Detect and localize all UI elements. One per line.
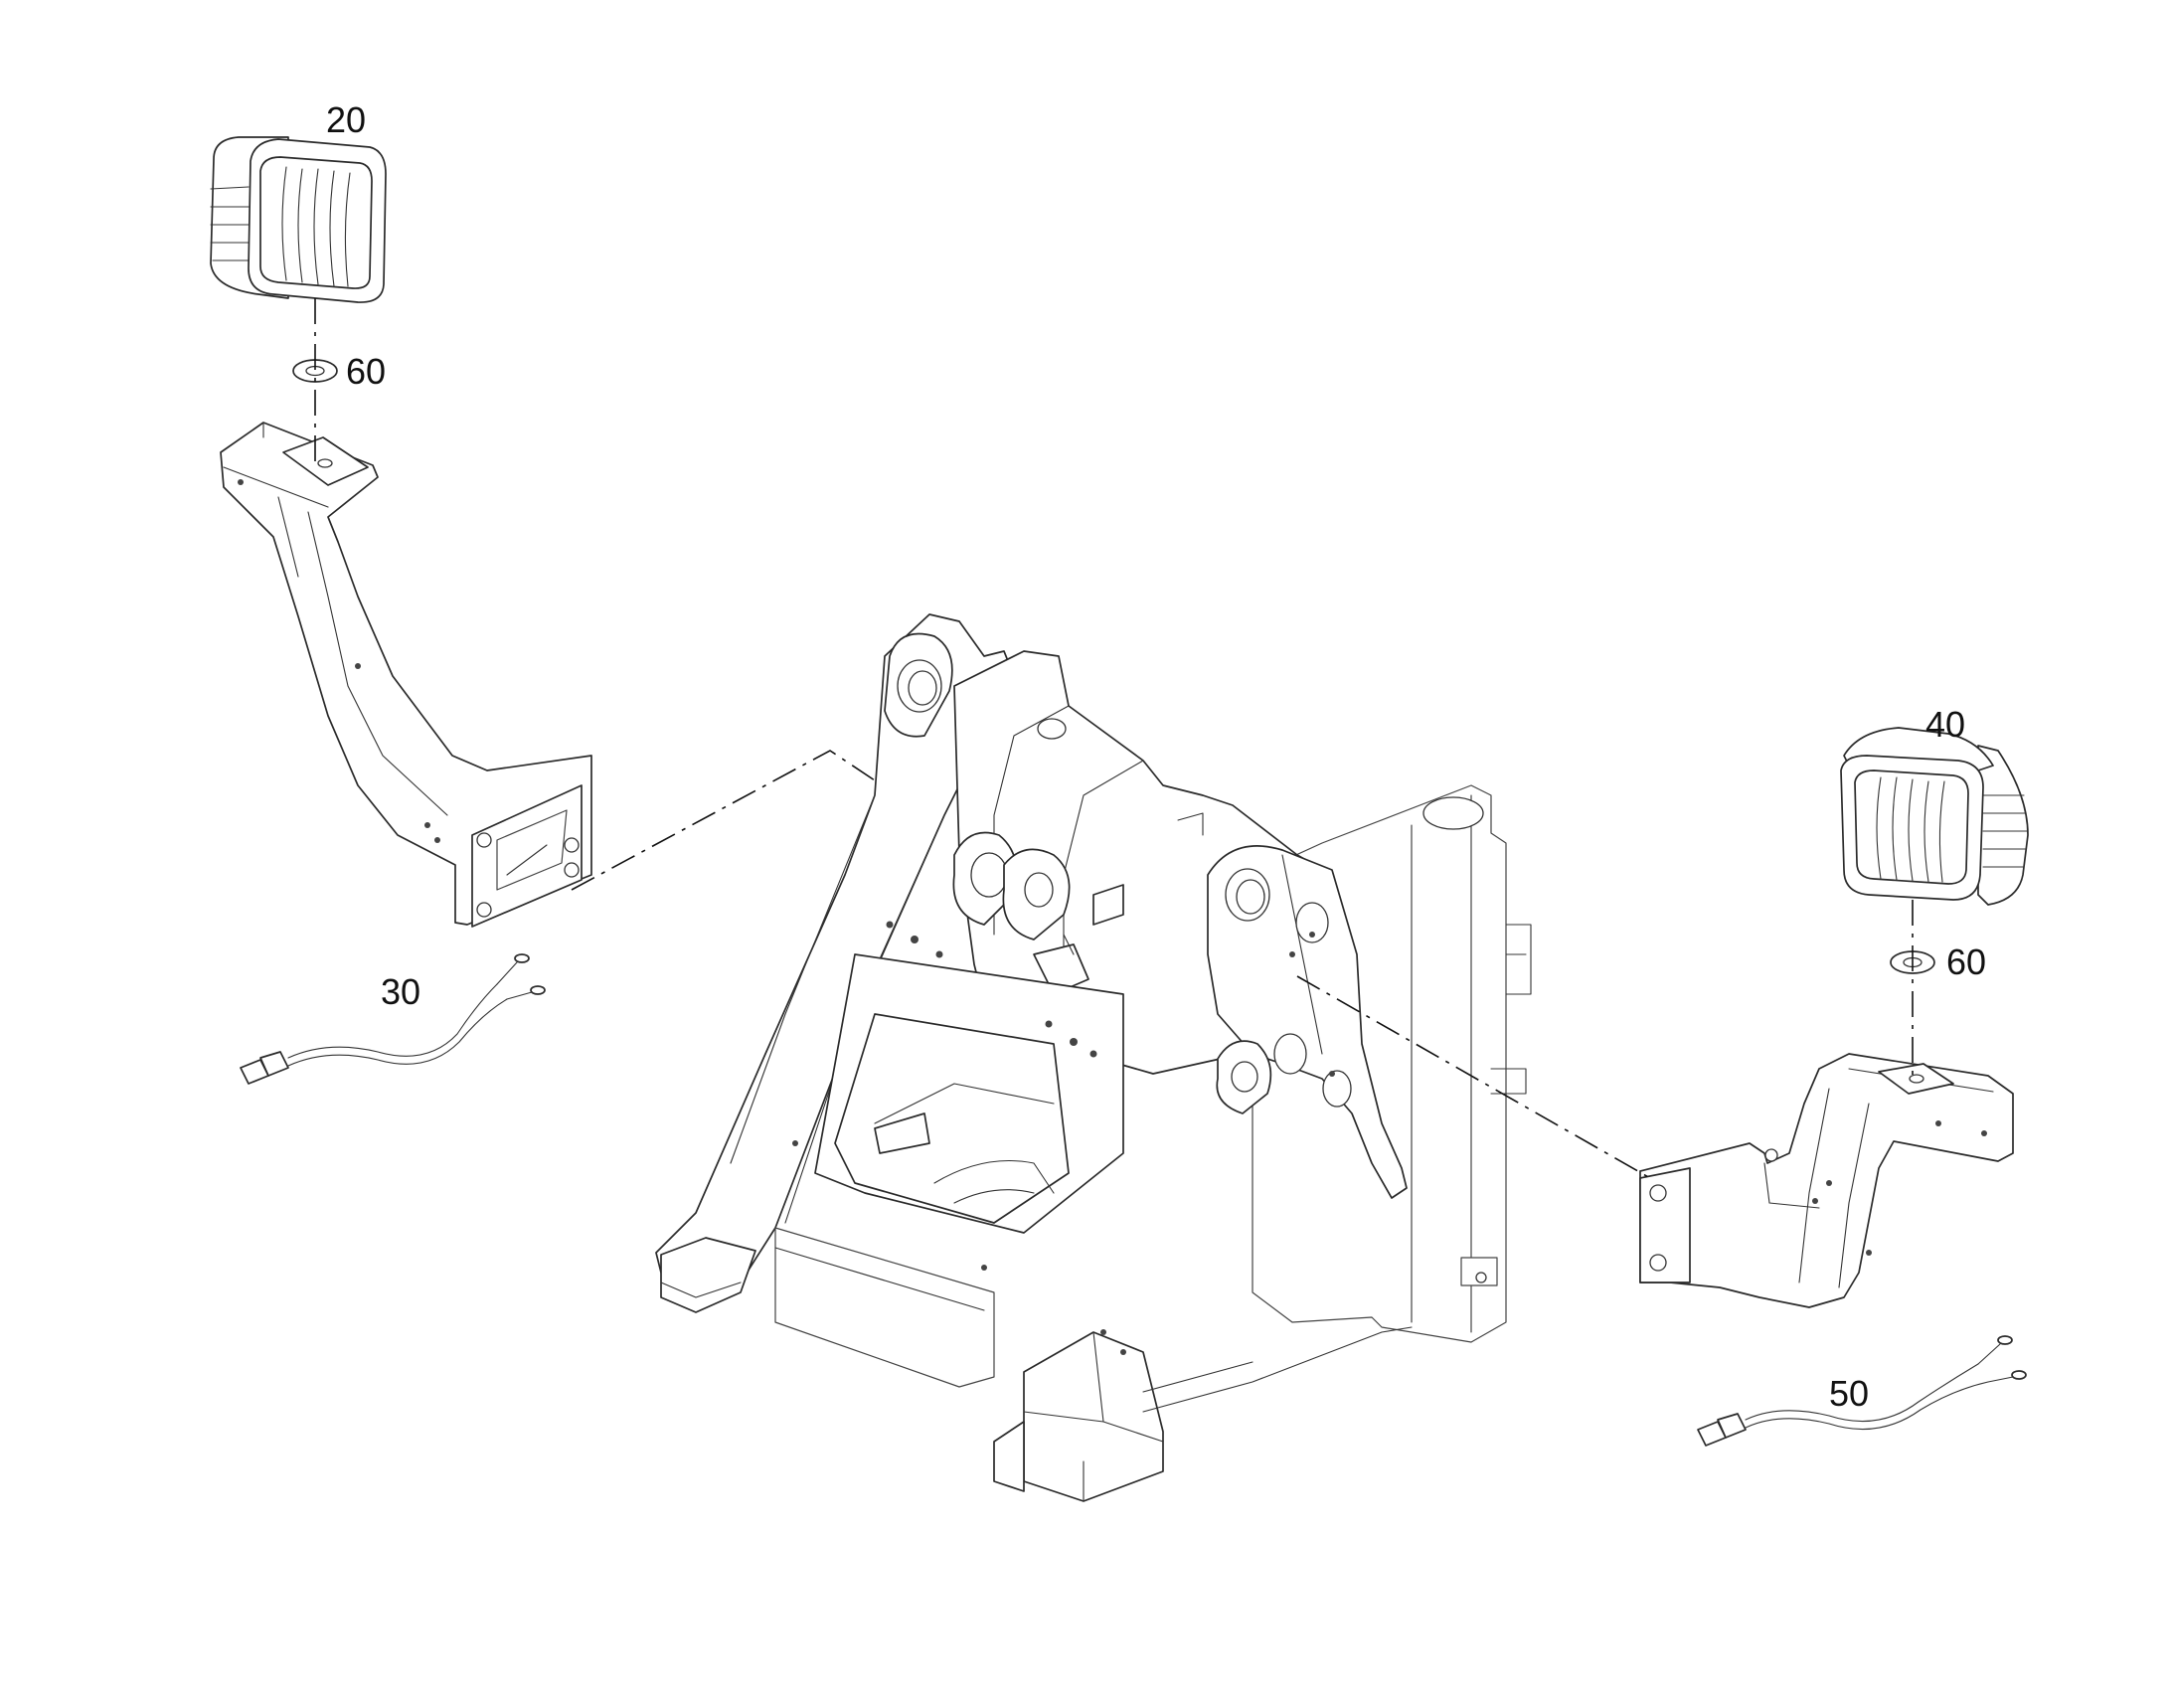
right-mounting-bracket (1639, 1053, 2014, 1308)
callout-60-left: 60 (346, 351, 386, 392)
assembly-center-lines (314, 298, 1914, 1179)
main-frame (655, 613, 1532, 1502)
callout-50: 50 (1829, 1373, 1869, 1414)
callout-20: 20 (326, 99, 366, 140)
callout-labels: 20 60 30 40 60 50 (326, 99, 1986, 1414)
left-mounting-bracket (220, 422, 592, 928)
right-wiring-harness (1697, 1335, 2027, 1447)
callout-30: 30 (381, 971, 420, 1012)
callout-60-right: 60 (1946, 941, 1986, 982)
right-work-lamp (1840, 727, 2029, 906)
callout-40: 40 (1925, 704, 1965, 745)
left-work-lamp (210, 136, 387, 303)
left-wiring-harness (240, 953, 546, 1085)
